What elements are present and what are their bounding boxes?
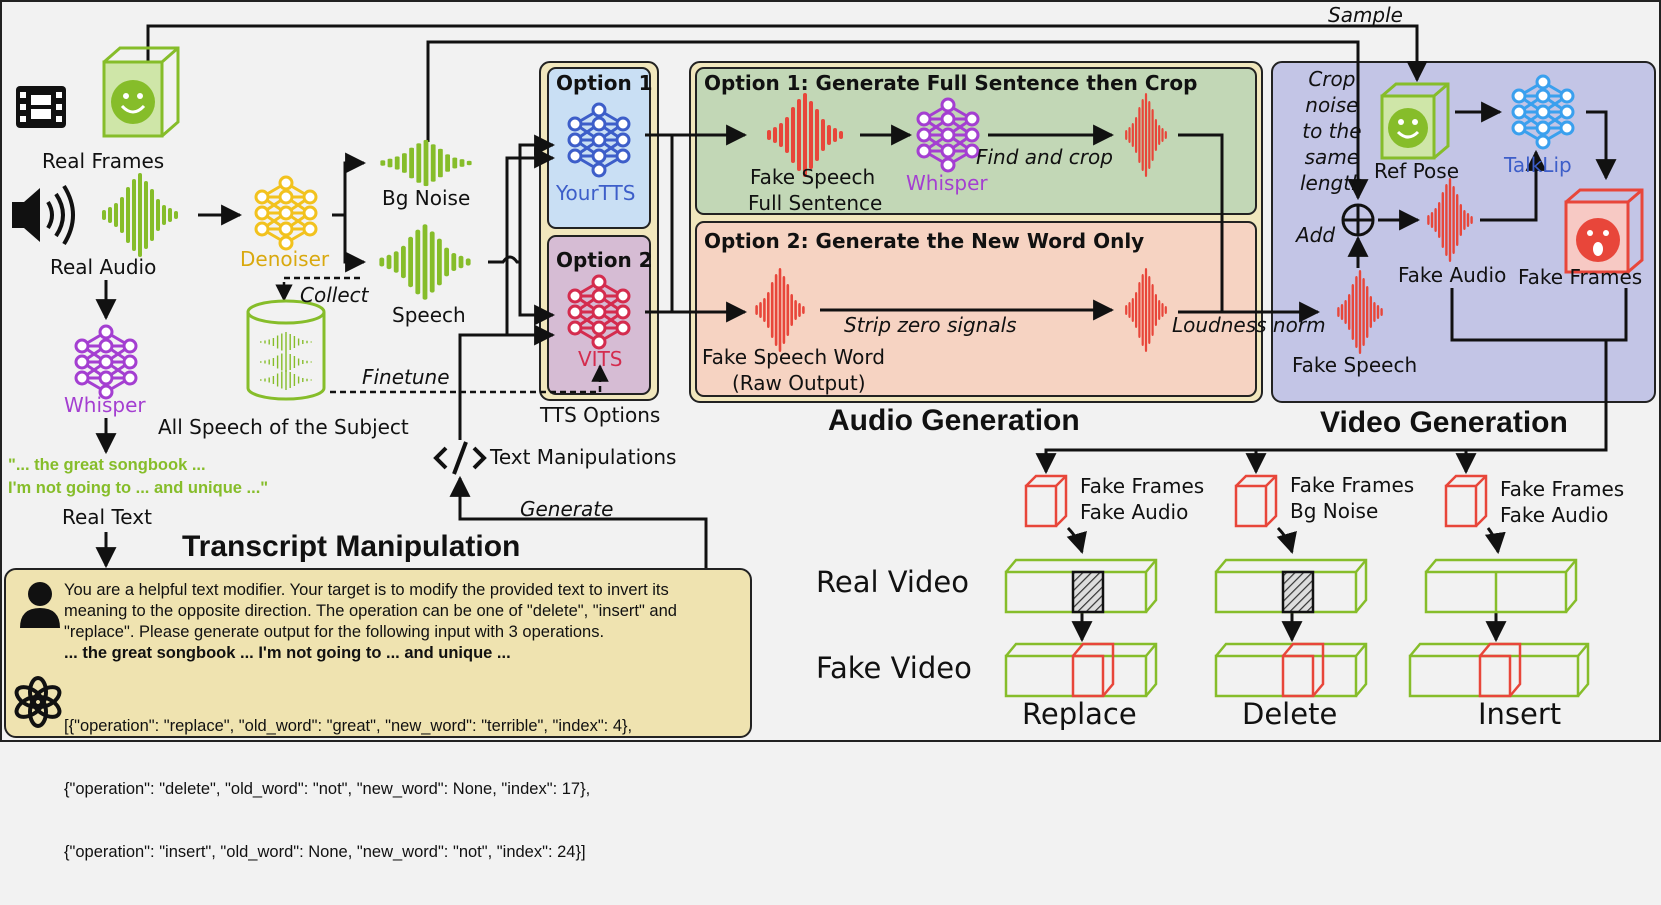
audio-option2-title: Option 2: Generate the New Word Only xyxy=(704,229,1145,253)
ref-pose-label: Ref Pose xyxy=(1374,159,1460,183)
crop-noise-label: Crop noise to the same length xyxy=(1300,67,1364,195)
fake-speech-full-line1: Fake Speech xyxy=(750,165,876,189)
fake-word-line1: Fake Speech Word xyxy=(702,345,885,369)
finetune-arrow xyxy=(330,364,609,394)
real-video-insert xyxy=(1424,558,1578,614)
to-speech xyxy=(332,213,367,273)
delete-line2: Bg Noise xyxy=(1290,499,1379,523)
text-manipulations-label: Text Manipulations xyxy=(490,445,677,469)
replace-label: Replace xyxy=(1022,697,1137,731)
generate-arrow xyxy=(449,475,708,568)
loudness-label: Loudness norm xyxy=(1172,313,1326,337)
replace-clip-icon xyxy=(1024,474,1068,528)
ref-pose-smiley-icon xyxy=(1380,82,1450,160)
talklip-to-frames xyxy=(1586,110,1617,181)
real-text-label: Real Text xyxy=(62,505,152,529)
finetune-label: Finetune xyxy=(362,365,450,389)
prompt-input-line: ... the great songbook ... I'm not going… xyxy=(64,644,511,662)
delete-insert-arrow xyxy=(1276,526,1297,555)
to-replace xyxy=(1035,340,1608,475)
fake-video-insert xyxy=(1408,642,1590,698)
bg-noise-label: Bg Noise xyxy=(382,186,471,210)
fake-speech-full-line2: Full Sentence xyxy=(748,191,883,215)
sample-arrow xyxy=(146,24,1428,83)
real-video-delete xyxy=(1214,558,1368,614)
replace-line2: Fake Audio xyxy=(1080,500,1189,524)
transcript-line-2: I'm not going to ... and unique ..." xyxy=(8,479,269,497)
option1-to-word xyxy=(645,133,674,312)
delete-clip-icon xyxy=(1234,474,1278,528)
speaker-icon xyxy=(12,184,75,246)
text-to-option1 xyxy=(505,147,556,335)
transcript-line-1: "... the great songbook ... xyxy=(8,456,206,474)
insert-clip-icon xyxy=(1444,474,1488,528)
llm-prompt-box: You are a helpful text modifier. Your ta… xyxy=(4,568,752,861)
replace-insert-arrow xyxy=(1066,526,1087,555)
fake-speech-label: Fake Speech xyxy=(1292,353,1418,377)
video-generation-title: Video Generation xyxy=(1320,406,1568,439)
add-label: Add xyxy=(1296,223,1336,247)
chatgpt-logo-icon xyxy=(14,676,62,728)
crop-to-norm xyxy=(1178,133,1224,312)
output-line: [{"operation": "replace", "old_word": "g… xyxy=(64,717,633,735)
real-frames-smiley-icon xyxy=(102,46,180,138)
speech-database-icon xyxy=(246,299,326,401)
real-frames-label: Real Frames xyxy=(42,149,165,173)
insert-insert-arrow xyxy=(1484,527,1506,555)
fake-frames-face-icon xyxy=(1564,188,1644,274)
talklip-label: TalkLip xyxy=(1504,153,1572,177)
add-icon xyxy=(1341,203,1375,237)
collect-arrow xyxy=(275,276,360,302)
denoiser-label: Denoiser xyxy=(240,247,330,271)
option1-title: Option 1 xyxy=(556,71,653,95)
pipeline-diagram: Real Frames Real Audio Denoiser Bg Noise… xyxy=(0,0,1661,861)
real-video-label: Real Video xyxy=(816,565,969,599)
delete-label: Delete xyxy=(1242,697,1338,731)
speech-to-option2 xyxy=(518,262,556,326)
whisper-label: Whisper xyxy=(64,393,146,417)
real-audio-label: Real Audio xyxy=(50,255,157,279)
fake-video-delete xyxy=(1214,642,1368,698)
transcript-manipulation-title: Transcript Manipulation xyxy=(182,530,521,563)
prompt-line: "replace". Please generate output for th… xyxy=(64,623,605,641)
output-line: {"operation": "delete", "old_word": "not… xyxy=(64,780,591,798)
fake-audio-label: Fake Audio xyxy=(1398,263,1507,287)
option2-title: Option 2 xyxy=(556,248,653,272)
sample-label: Sample xyxy=(1328,3,1403,27)
vits-label: VITS xyxy=(578,347,623,371)
insert-label: Insert xyxy=(1478,697,1562,731)
prompt-line: meaning to the opposite direction. The o… xyxy=(64,602,677,620)
fake-video-label: Fake Video xyxy=(816,651,972,685)
audio-generation-title: Audio Generation xyxy=(828,404,1080,437)
all-speech-label: All Speech of the Subject xyxy=(158,415,409,439)
generate-label: Generate xyxy=(520,497,614,521)
fake-video-replace xyxy=(1004,642,1158,698)
whisper-crop-label: Whisper xyxy=(906,171,988,195)
prompt-line: You are a helpful text modifier. Your ta… xyxy=(64,581,669,599)
find-crop-label: Find and crop xyxy=(976,145,1113,169)
speech-label: Speech xyxy=(392,303,466,327)
real-video-replace xyxy=(1004,558,1158,614)
fake-word-line2: (Raw Output) xyxy=(732,371,866,395)
replace-line1: Fake Frames xyxy=(1080,474,1205,498)
fake-frames-label: Fake Frames xyxy=(1518,265,1643,289)
llm-output-text: [{"operation": "replace", "old_word": "g… xyxy=(64,674,632,905)
collect-label: Collect xyxy=(300,283,369,307)
delete-line1: Fake Frames xyxy=(1290,473,1415,497)
insert-line1: Fake Frames xyxy=(1500,477,1625,501)
insert-line2: Fake Audio xyxy=(1500,503,1609,527)
audio-option1-title: Option 1: Generate Full Sentence then Cr… xyxy=(704,71,1198,95)
output-line: {"operation": "insert", "old_word": None… xyxy=(64,843,586,861)
tts-options-label: TTS Options xyxy=(540,403,661,427)
film-icon xyxy=(16,86,66,128)
outputs-join xyxy=(1450,288,1628,342)
text-to-option2 xyxy=(458,324,556,440)
bg-noise-arrow xyxy=(426,40,1369,201)
code-icon xyxy=(433,441,487,475)
yourtts-label: YourTTS xyxy=(556,181,636,205)
audio-to-talklip xyxy=(1480,149,1547,222)
user-icon xyxy=(20,582,60,628)
prompt-text: You are a helpful text modifier. Your ta… xyxy=(64,580,677,664)
strip-label: Strip zero signals xyxy=(844,313,1017,337)
